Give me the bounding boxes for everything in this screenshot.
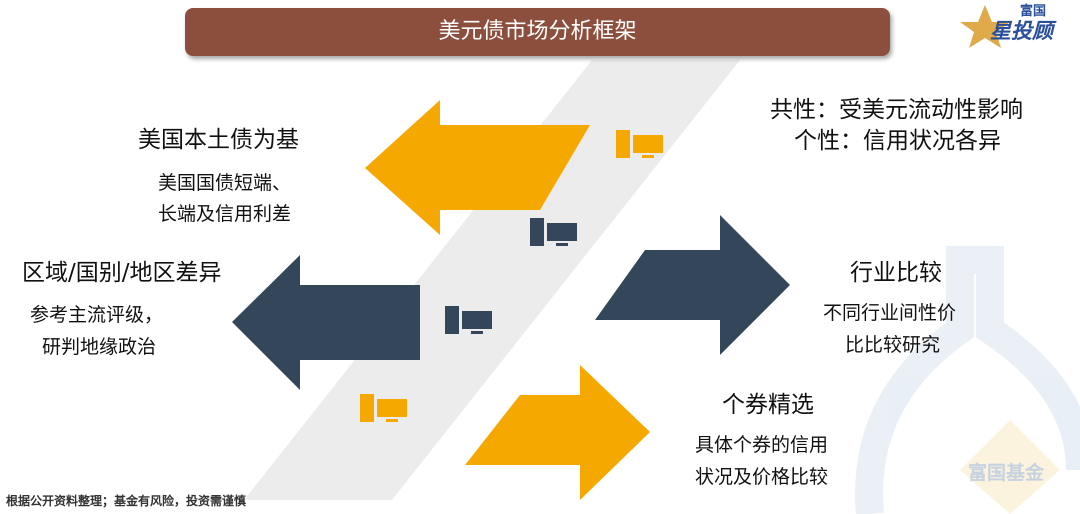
logo-bottom: 星投顾 bbox=[990, 19, 1053, 43]
arrow-right-orange bbox=[465, 365, 650, 500]
individual-heading: 个券精选 bbox=[722, 392, 814, 418]
us-domestic-line2: 长端及信用利差 bbox=[158, 203, 292, 225]
watermark-text: 富国基金 bbox=[968, 462, 1045, 484]
logo-star-icon bbox=[960, 5, 1010, 48]
regional-line2: 研判地缘政治 bbox=[42, 336, 157, 358]
individual-text: 个性：信用状况各异 bbox=[794, 128, 1001, 154]
industry-heading: 行业比较 bbox=[850, 260, 942, 286]
common-text: 共性：受美元流动性影响 bbox=[770, 97, 1023, 123]
diagonal-band bbox=[244, 60, 740, 500]
industry-line2: 比比较研究 bbox=[845, 334, 941, 356]
logo-top: 富国 bbox=[1020, 4, 1047, 19]
arrow-right-navy bbox=[595, 215, 790, 355]
individual-line1: 具体个券的信用 bbox=[695, 434, 829, 456]
regional-heading: 区域/国别/地区差异 bbox=[22, 260, 222, 286]
title-bar: 美元债市场分析框架 bbox=[185, 8, 890, 56]
computer-icon bbox=[530, 218, 577, 246]
computer-icon bbox=[616, 130, 663, 158]
arrow-left-orange bbox=[365, 100, 590, 235]
computer-icon bbox=[360, 394, 407, 422]
individual-line2: 状况及价格比较 bbox=[695, 466, 829, 488]
arrow-left-navy bbox=[232, 255, 420, 390]
regional-line1: 参考主流评级， bbox=[30, 304, 164, 326]
us-domestic-line1: 美国国债短端、 bbox=[158, 172, 292, 194]
footer-note: 根据公开资料整理；基金有风险，投资需谨慎 bbox=[6, 494, 247, 508]
computer-icon bbox=[445, 306, 492, 334]
industry-line1: 不同行业间性价 bbox=[823, 302, 957, 324]
us-domestic-heading: 美国本土债为基 bbox=[138, 127, 299, 153]
watermark-logo bbox=[855, 246, 1080, 514]
